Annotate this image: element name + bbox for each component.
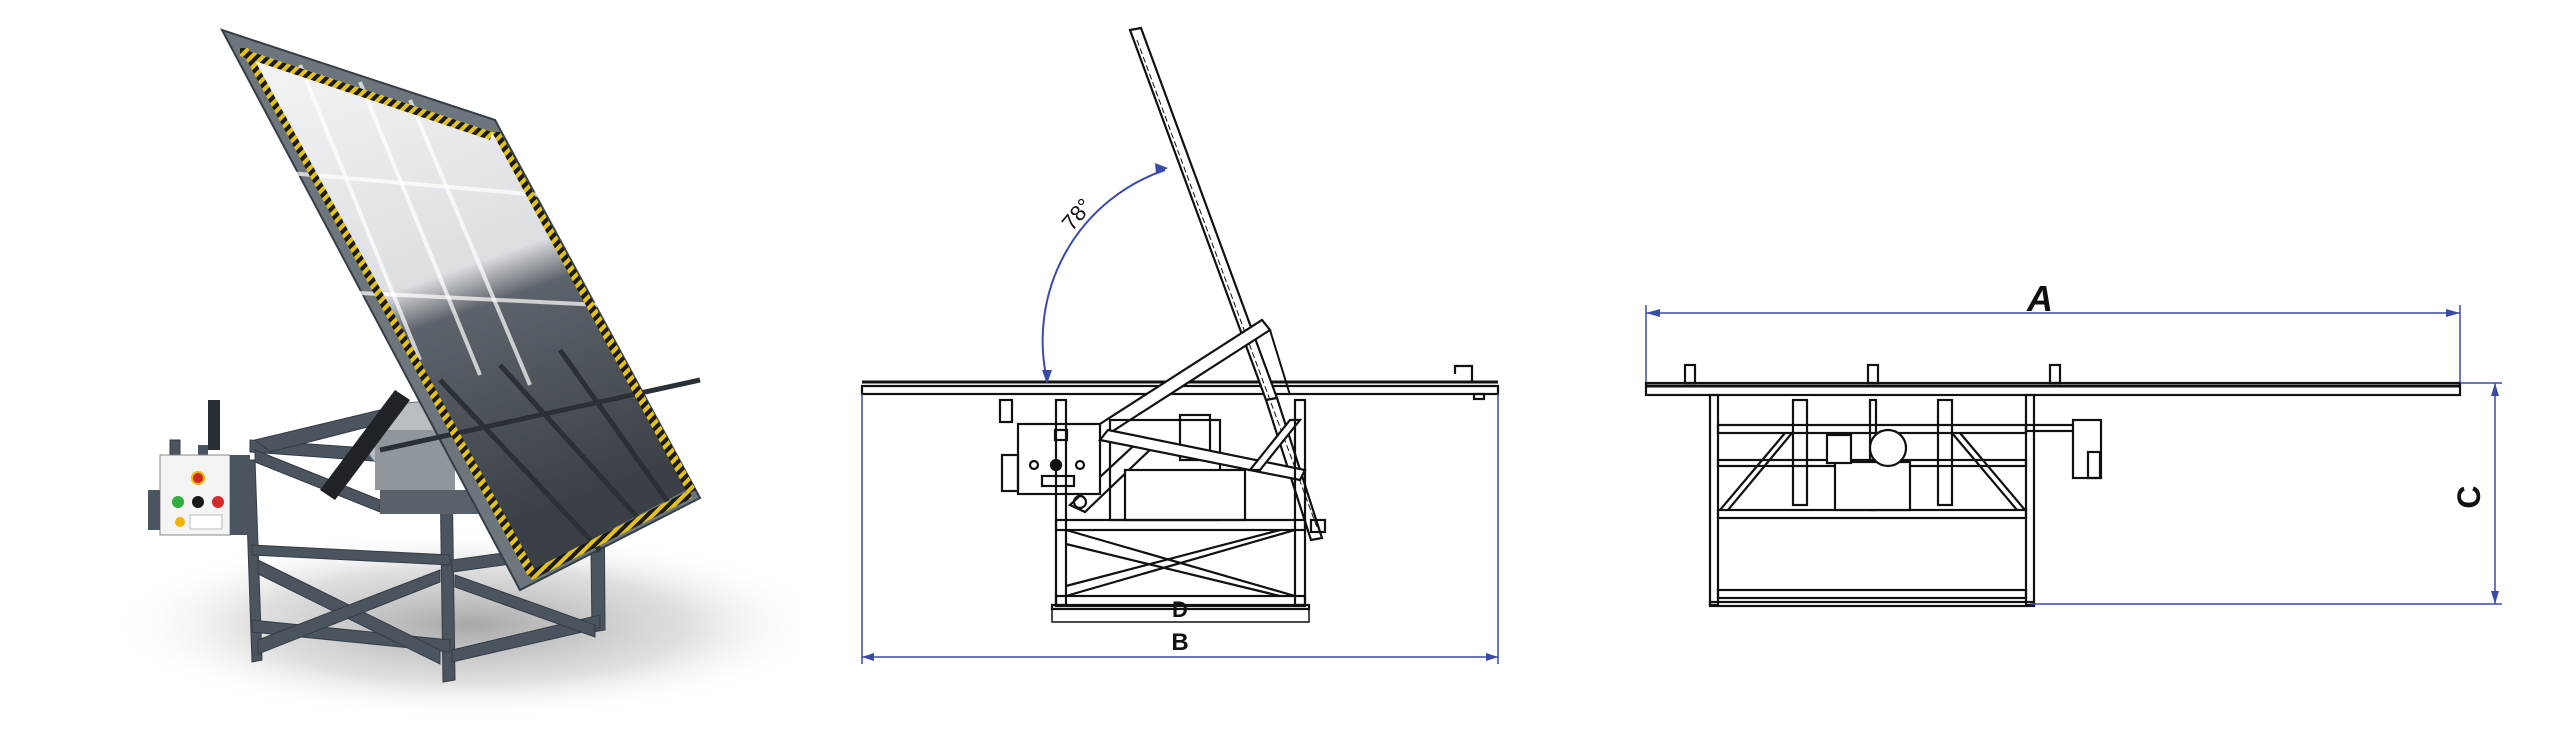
green-button-icon [172,496,184,508]
side-view-linework [860,26,1500,623]
ground-shadow [110,530,800,720]
tilting-top [219,28,702,592]
angle-dimension: 78° [1041,163,1168,384]
dimension-a: A [1645,278,2461,385]
front-view-linework [1644,363,2462,608]
black-selector-icon [192,496,204,508]
dimension-c-label: C [2451,485,2487,508]
dimension-b: B [861,394,1499,664]
front-view-drawing: A [1644,278,2502,608]
hazard-tape-top [240,48,492,140]
hazard-tape-bottom [528,490,692,580]
emergency-stop-icon [191,471,205,485]
arrowhead-icon [1486,653,1498,661]
dimension-d-label: D [1172,597,1188,622]
front-view-panel: A [1640,0,2540,732]
hydraulic-cylinder [320,390,410,500]
dimension-a-label: A [2026,278,2053,319]
side-view-drawing: 78° B D [860,26,1500,664]
beacon-light [208,400,220,450]
arrowhead-icon [2446,309,2460,317]
hazard-tape-left [240,48,536,576]
warning-sticker-icon [175,517,185,527]
arrowhead-icon [2491,383,2499,396]
arrowhead-icon [1042,370,1052,384]
arrowhead-icon [862,653,874,661]
dimension-c: C [2030,382,2502,605]
arrowhead-icon [2491,591,2499,604]
control-box [148,400,250,536]
tilting-table-render [110,28,800,720]
red-button-icon [212,496,224,508]
angle-label: 78° [1057,194,1098,236]
hazard-tape-right [492,132,696,494]
render-panel [0,0,800,732]
side-view-panel: 78° B D [850,0,1530,732]
arrowhead-icon [1155,163,1168,174]
dimension-b-label: B [1171,629,1188,656]
arrowhead-icon [1646,309,1660,317]
